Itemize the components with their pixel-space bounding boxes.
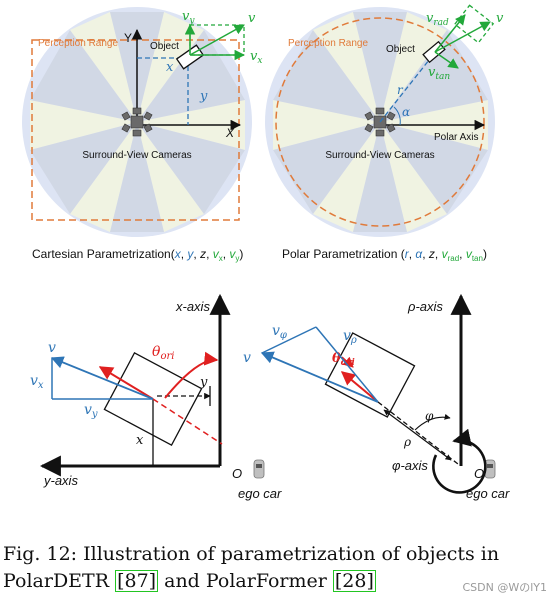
cameras-label-polar: Surround-View Cameras	[325, 150, 434, 161]
phi-rotation-arrow	[432, 428, 487, 494]
v-label-bottom: v	[48, 340, 56, 356]
bottom-right-diagram: ρ-axis O ego car φ-axis ρ φ θori v vφ vρ	[243, 293, 510, 501]
object-label: Object	[150, 41, 179, 52]
vx-label-bottom: vx	[30, 373, 44, 391]
y-dim-label: y	[199, 375, 208, 390]
object-box-bottom	[103, 352, 203, 446]
polar-caption: Polar Parametrization (r, α, z, vrad, vt…	[282, 247, 487, 263]
cartesian-caption: Cartesian Parametrization(x, y, z, vx, v…	[32, 247, 243, 263]
vtan-label: vtan	[428, 65, 450, 82]
ego-car-label: ego car	[238, 486, 282, 501]
ego-car-label-polar: ego car	[466, 486, 510, 501]
polar-axis-label: Polar Axis	[434, 132, 478, 143]
figure-caption: Fig. 12: Illustration of parametrization…	[3, 541, 551, 595]
vrad-label: vrad	[426, 11, 449, 28]
phi-axis-label: φ-axis	[392, 458, 428, 473]
watermark: CSDN @WのlY1	[462, 581, 547, 594]
v-label-polar: v	[496, 11, 504, 26]
cameras-label: Surround-View Cameras	[82, 150, 191, 161]
x-dim-label: x	[136, 433, 144, 448]
alpha-label: α	[402, 105, 410, 119]
camera-rig-icon-polar	[364, 107, 396, 137]
dx-label: x	[166, 60, 174, 75]
ego-car-icon	[253, 459, 265, 479]
perception-range-label: Perception Range	[38, 38, 118, 49]
vrho-label: vρ	[343, 328, 357, 346]
rho-axis-label: ρ-axis	[407, 299, 443, 314]
x-axis-label: X	[225, 126, 235, 140]
vphi-label: vφ	[272, 323, 287, 341]
perception-range-label-polar: Perception Range	[288, 38, 368, 49]
caption-text-1: Fig. 12: Illustration of parametrization…	[3, 543, 500, 592]
origin-label: O	[232, 466, 242, 481]
dy-label: y	[199, 89, 208, 104]
camera-rig-icon	[121, 107, 153, 137]
y-axis-label: Y	[124, 31, 132, 45]
rho-label: ρ	[403, 435, 411, 449]
polar-panel: Perception Range Polar Axis Surround-Vie…	[265, 4, 504, 237]
x-axis-label-bottom: x-axis	[175, 299, 210, 314]
object-box-polar-bottom	[324, 332, 416, 418]
vy-label: vy	[182, 9, 195, 26]
v-label-polar-bottom: v	[243, 350, 251, 366]
phi-label: φ	[425, 409, 434, 423]
citation-28[interactable]: [28]	[332, 570, 376, 592]
object-label-polar: Object	[386, 44, 415, 55]
v-label: v	[248, 11, 256, 26]
theta-ori-label: θori	[152, 344, 174, 362]
caption-text-2: and PolarFormer	[158, 570, 333, 592]
theta-ori-label-polar: θori	[332, 351, 355, 368]
cartesian-panel: Perception Range Y X Surround-View Camer…	[22, 7, 262, 237]
r-label: r	[397, 83, 404, 97]
vy-label-bottom: vy	[84, 402, 98, 420]
citation-87[interactable]: [87]	[115, 570, 159, 592]
origin-label-polar: O	[474, 466, 484, 481]
y-axis-label-bottom: y-axis	[43, 473, 78, 488]
vx-label: vx	[250, 49, 262, 66]
bottom-left-diagram: x-axis y-axis O ego car x y θori v vx vy	[30, 293, 282, 501]
